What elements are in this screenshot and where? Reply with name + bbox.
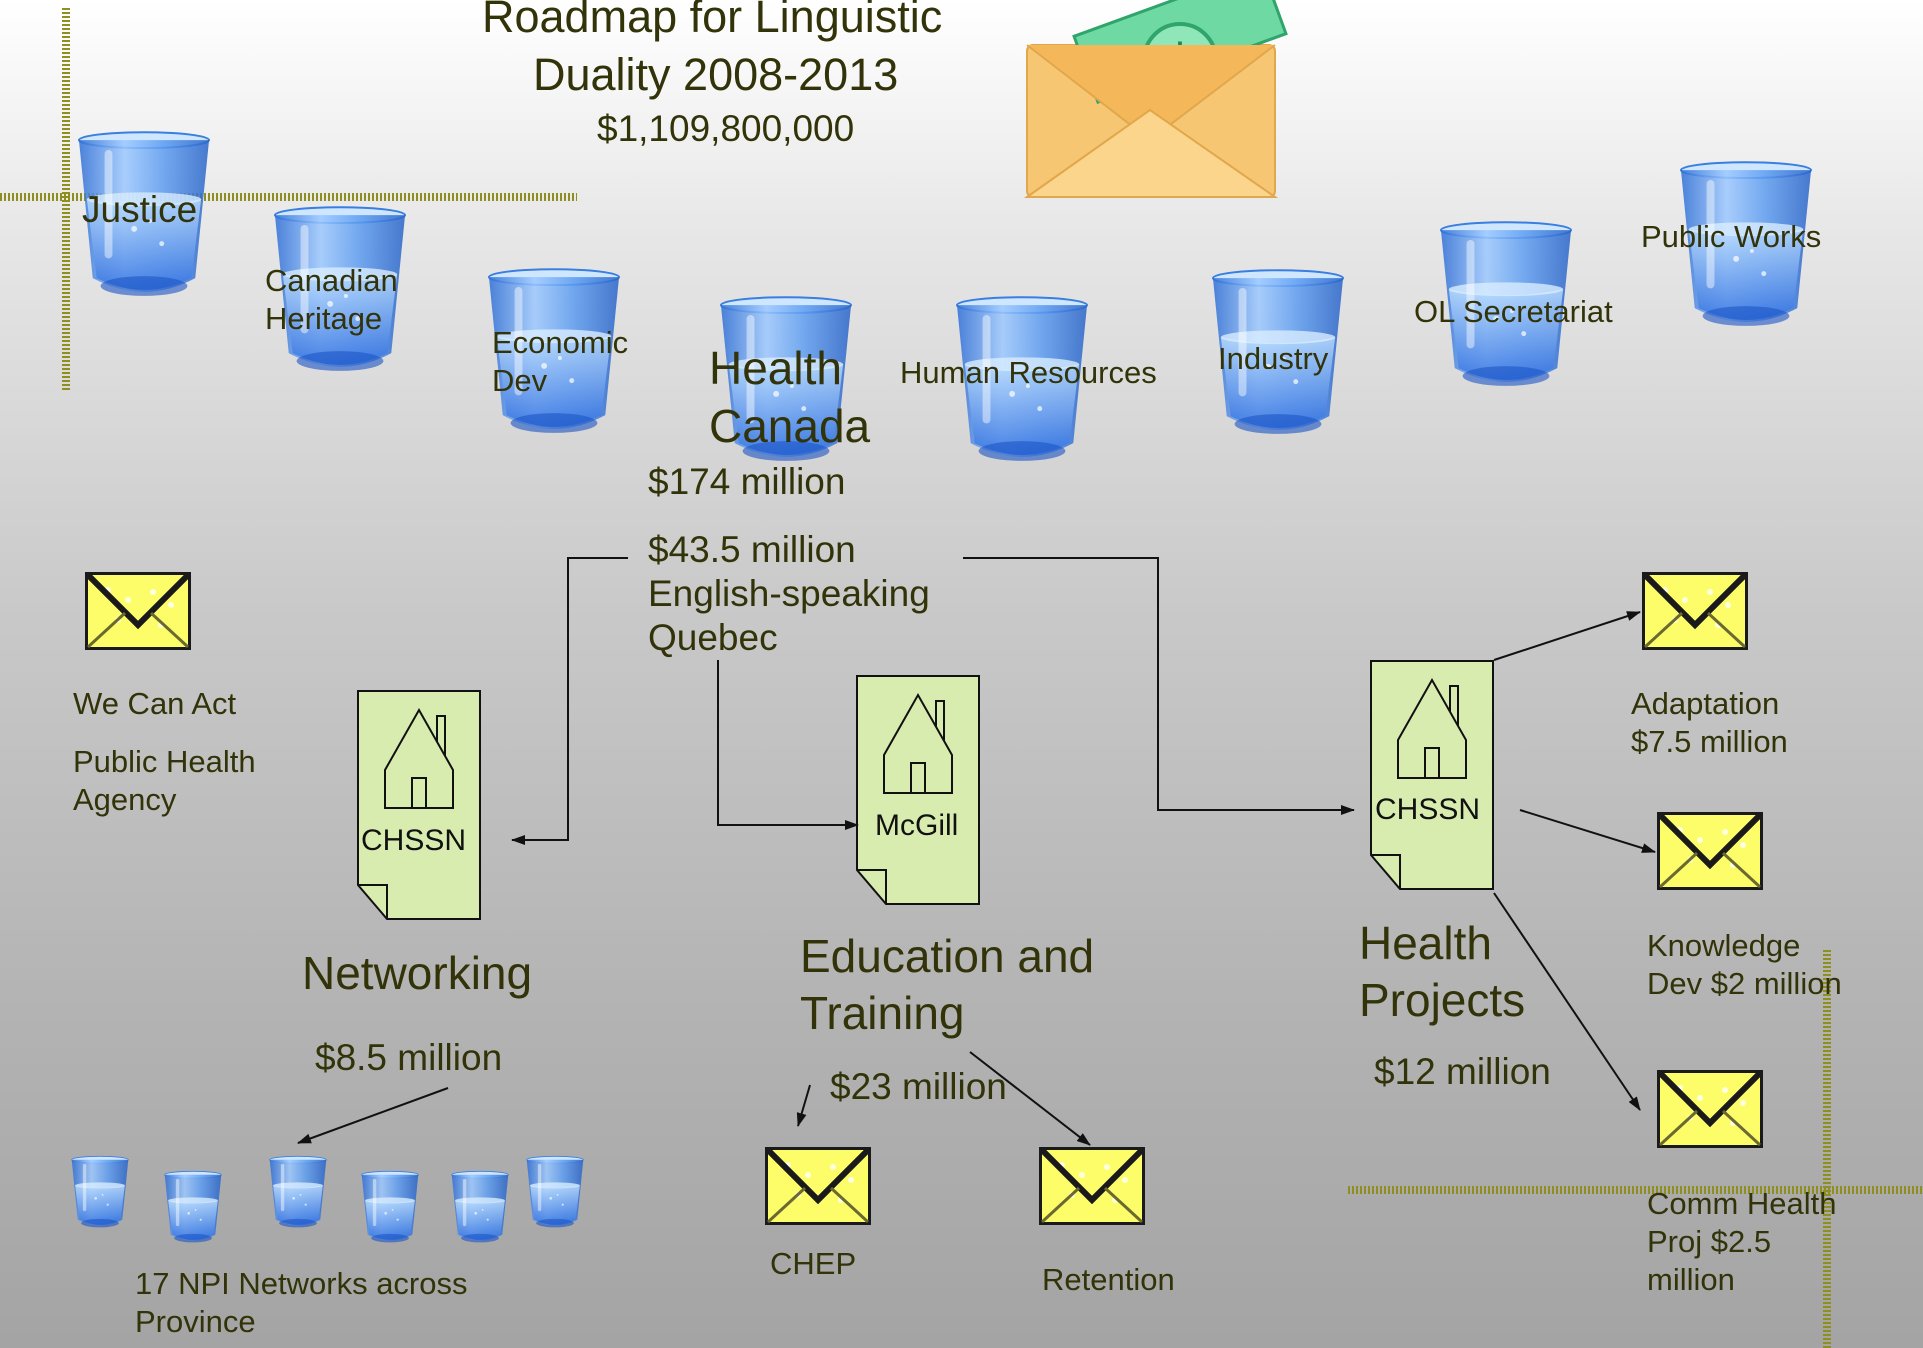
envelope-icon-chep bbox=[765, 1147, 871, 1225]
envelope-icon-knowledge-dev bbox=[1657, 812, 1763, 890]
esq-label-line3: Quebec bbox=[648, 617, 778, 658]
comm-health-label-3: million bbox=[1647, 1262, 1735, 1297]
health-projects-title-1: Health bbox=[1359, 917, 1492, 969]
health-canada-amount: $174 million bbox=[648, 461, 846, 502]
roadmap-total-amount: $1,109,800,000 bbox=[597, 108, 855, 149]
connector-esq-to-chssn-left bbox=[511, 557, 628, 845]
envelope-icon-we-can-act bbox=[85, 572, 191, 650]
dept-label-canadian-heritage-1: Canadian bbox=[265, 263, 398, 298]
adaptation-label-2: $7.5 million bbox=[1631, 724, 1788, 759]
dept-label-economic-dev-1: Economic bbox=[492, 325, 629, 360]
comm-health-label-2: Proj $2.5 bbox=[1647, 1224, 1772, 1259]
connector-chssn-to-adaptation bbox=[1493, 611, 1641, 661]
roadmap-title-line2: Duality 2008-2013 bbox=[533, 49, 899, 100]
adaptation-label-1: Adaptation bbox=[1631, 686, 1780, 721]
house-document-icon-chssn-right bbox=[1370, 660, 1494, 890]
networks-label-2: Province bbox=[135, 1304, 256, 1339]
envelope-icon-retention bbox=[1039, 1147, 1145, 1225]
water-glass-icon-network-2 bbox=[164, 1170, 222, 1243]
dept-label-ol-secretariat: OL Secretariat bbox=[1414, 294, 1613, 329]
connector-chssn-to-knowledge bbox=[1519, 809, 1656, 853]
dept-label-human-resources: Human Resources bbox=[900, 355, 1157, 390]
connector-esq-to-mcgill bbox=[717, 660, 859, 830]
house-document-icon-mcgill bbox=[856, 675, 980, 905]
envelope-icon-adaptation bbox=[1642, 572, 1748, 650]
connector-esq-to-chssn-right bbox=[963, 557, 1355, 815]
public-health-label-1: Public Health bbox=[73, 744, 256, 779]
esq-label-line2: English-speaking bbox=[648, 573, 930, 614]
education-amount: $23 million bbox=[830, 1066, 1007, 1107]
chssn-right-label: CHSSN bbox=[1375, 793, 1481, 826]
networks-label-1: 17 NPI Networks across bbox=[135, 1266, 468, 1301]
health-projects-title-2: Projects bbox=[1359, 974, 1526, 1026]
retention-label: Retention bbox=[1042, 1262, 1175, 1297]
roadmap-title-line1: Roadmap for Linguistic bbox=[482, 0, 943, 42]
networking-amount: $8.5 million bbox=[315, 1037, 503, 1078]
networking-title: Networking bbox=[302, 947, 533, 999]
water-glass-icon-network-1 bbox=[71, 1155, 129, 1228]
we-can-act-label: We Can Act bbox=[73, 686, 237, 721]
water-glass-icon-network-4 bbox=[361, 1170, 419, 1243]
water-glass-icon-network-5 bbox=[451, 1170, 509, 1243]
education-title-2: Training bbox=[800, 987, 965, 1039]
knowledge-label-1: Knowledge bbox=[1647, 928, 1801, 963]
connector-education-to-chep bbox=[796, 1084, 811, 1127]
health-projects-amount: $12 million bbox=[1374, 1051, 1551, 1092]
water-glass-icon-network-3 bbox=[269, 1155, 327, 1228]
dept-label-health-canada-2: Canada bbox=[709, 400, 871, 452]
comm-health-label-1: Comm Health bbox=[1647, 1186, 1837, 1221]
dept-label-health-canada-1: Health bbox=[709, 342, 842, 394]
esq-amount: $43.5 million bbox=[648, 529, 856, 570]
dept-label-public-works: Public Works bbox=[1641, 219, 1822, 254]
house-document-icon-chssn-left bbox=[357, 690, 481, 920]
connector-education-to-retention bbox=[969, 1051, 1091, 1146]
water-glass-icon-network-6 bbox=[526, 1155, 584, 1228]
knowledge-label-2: Dev $2 million bbox=[1647, 966, 1842, 1001]
dept-label-economic-dev-2: Dev bbox=[492, 363, 548, 398]
chssn-left-label: CHSSN bbox=[361, 824, 467, 857]
connector-chssn-to-comm-health bbox=[1493, 892, 1641, 1111]
chep-label: CHEP bbox=[770, 1246, 857, 1281]
money-envelope-icon: $ bbox=[1023, 0, 1288, 198]
dept-label-industry: Industry bbox=[1218, 341, 1329, 376]
public-health-label-2: Agency bbox=[73, 782, 177, 817]
envelope-icon-comm-health bbox=[1657, 1070, 1763, 1148]
dept-label-canadian-heritage-2: Heritage bbox=[265, 301, 383, 336]
mcgill-label: McGill bbox=[875, 809, 959, 842]
education-title-1: Education and bbox=[800, 930, 1095, 982]
connector-networking-to-networks bbox=[297, 1087, 449, 1144]
dept-label-justice: Justice bbox=[82, 189, 198, 230]
